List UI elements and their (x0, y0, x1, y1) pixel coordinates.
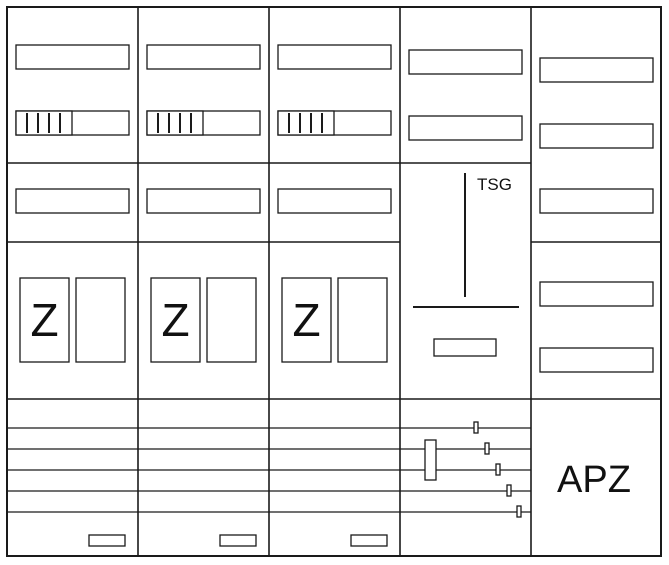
din-rail-module (539, 347, 654, 373)
terminal-clip (484, 442, 490, 455)
din-rail-module (277, 188, 392, 214)
din-rail-module (15, 188, 130, 214)
terminal-clip (506, 484, 512, 497)
meter-column-3: Z (277, 44, 392, 547)
tsg-column: TSG (408, 49, 523, 518)
din-rail-module (408, 49, 523, 75)
din-rail-module (539, 57, 654, 83)
din-rail-module (539, 188, 654, 214)
meter-column-1: Z (15, 44, 130, 547)
nameplate (350, 534, 388, 547)
circuit-breaker-group (146, 110, 204, 136)
tsg-module (433, 338, 497, 357)
main-switch (424, 439, 437, 481)
meter-slot-blank (206, 277, 257, 363)
meter-column-2: Z (146, 44, 261, 547)
column-dividers (137, 7, 532, 556)
terminal-clip (516, 505, 522, 518)
section-dividers (7, 162, 661, 400)
din-rail-module (539, 123, 654, 149)
tsg-label: TSG (477, 175, 512, 194)
din-rail-module (539, 281, 654, 307)
meter-slot (19, 277, 70, 363)
din-rail-module (277, 44, 392, 70)
meter-slot-blank (75, 277, 126, 363)
meter-label: Z (30, 294, 58, 346)
terminal-clip (495, 463, 501, 476)
din-rail-module (408, 115, 523, 141)
nameplate (88, 534, 126, 547)
din-rail-module (146, 188, 261, 214)
meter-slot-blank (337, 277, 388, 363)
meter-slot (281, 277, 332, 363)
cabinet-frame (6, 6, 662, 557)
terminal-clip (473, 421, 479, 434)
meter-label: Z (161, 294, 189, 346)
circuit-breaker-group (15, 110, 73, 136)
din-rail-module (146, 44, 261, 70)
din-rail-module (15, 44, 130, 70)
apz-column: APZ (539, 57, 654, 501)
circuit-breaker-group (277, 110, 335, 136)
meter-label: Z (292, 294, 320, 346)
apz-label: APZ (557, 459, 631, 501)
terminal-rails (7, 427, 531, 513)
nameplate (219, 534, 257, 547)
meter-slot (150, 277, 201, 363)
